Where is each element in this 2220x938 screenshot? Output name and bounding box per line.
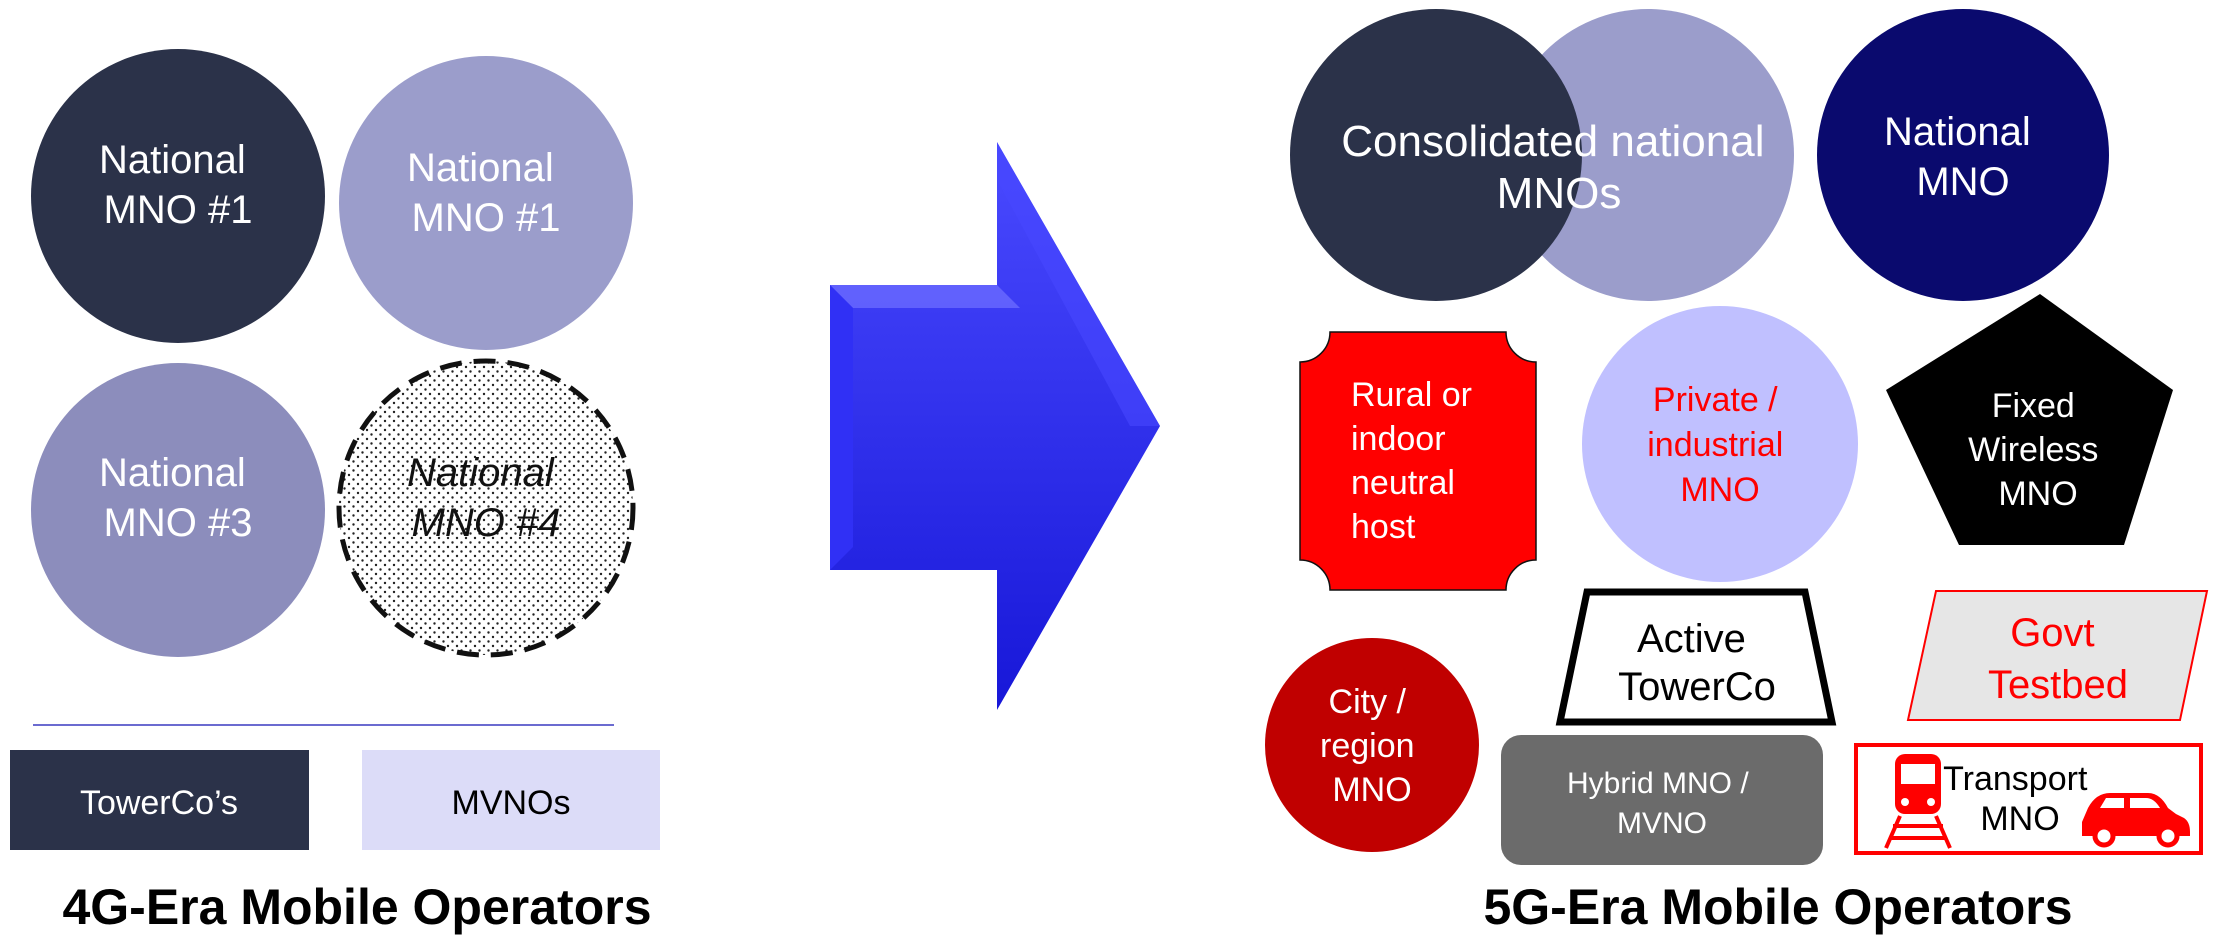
national-mno-1-light-circle bbox=[339, 56, 633, 350]
train-icon bbox=[1884, 754, 1952, 849]
arrow-left-bevel bbox=[830, 285, 853, 570]
consolidated-front-circle bbox=[1290, 9, 1582, 301]
national-mno-1-dark-label: National MNO #1 bbox=[99, 138, 257, 232]
govt-testbed-parallelogram bbox=[1906, 590, 2209, 721]
rural-neutral-host-label: Rural or indoor neutral host bbox=[1351, 376, 1481, 546]
transition-arrow bbox=[830, 142, 1160, 710]
arrow-top-bevel bbox=[830, 285, 1020, 308]
towerco-label: TowerCo’s bbox=[80, 784, 238, 822]
govt-testbed-label: Govt Testbed bbox=[1988, 611, 2128, 707]
fixed-wireless-label: Fixed Wireless MNO bbox=[1968, 387, 2108, 513]
national-mno-1-light-label: National MNO #1 bbox=[407, 146, 565, 240]
right-title: 5G-Era Mobile Operators bbox=[1483, 879, 2072, 935]
transport-mno-label: Transport MNO bbox=[1943, 760, 2097, 838]
hybrid-mno-label: Hybrid MNO / MVNO bbox=[1567, 767, 1757, 840]
city-region-label: City / region MNO bbox=[1320, 683, 1424, 809]
consolidated-back-circle bbox=[1502, 9, 1794, 301]
national-mno-1-dark-circle bbox=[31, 49, 325, 343]
mvnos-label: MVNOs bbox=[452, 784, 571, 822]
mvnos-box bbox=[362, 750, 660, 850]
active-towerco-trapezoid bbox=[1555, 588, 1837, 726]
rural-neutral-host-plaque bbox=[1299, 331, 1537, 591]
national-mno-3-circle bbox=[31, 363, 325, 657]
fixed-wireless-pentagon bbox=[1886, 294, 2173, 545]
national-mno-3-label: National MNO #3 bbox=[99, 451, 257, 545]
car-icon bbox=[2082, 793, 2190, 848]
right-panel: Consolidated national MNOs National MNO … bbox=[1265, 9, 2209, 935]
consolidated-label: Consolidated national MNOs bbox=[1341, 117, 1776, 218]
towerco-box bbox=[10, 750, 309, 850]
hybrid-mno-box bbox=[1501, 735, 1823, 865]
private-industrial-label: Private / industrial MNO bbox=[1647, 381, 1793, 509]
arrow-right-bevel bbox=[997, 142, 1160, 426]
arrow-body bbox=[830, 142, 1160, 710]
private-industrial-circle bbox=[1582, 306, 1858, 582]
national-mno-circle bbox=[1817, 9, 2109, 301]
national-mno-label: National MNO bbox=[1884, 110, 2042, 204]
national-mno-4-dotted-circle bbox=[336, 358, 636, 658]
left-title: 4G-Era Mobile Operators bbox=[62, 879, 651, 935]
city-region-circle bbox=[1265, 638, 1479, 852]
left-panel: National MNO #1 National MNO #1 National… bbox=[10, 49, 660, 935]
national-mno-4-label: National MNO #4 bbox=[407, 451, 565, 545]
active-towerco-label: Active TowerCo bbox=[1618, 617, 1776, 709]
